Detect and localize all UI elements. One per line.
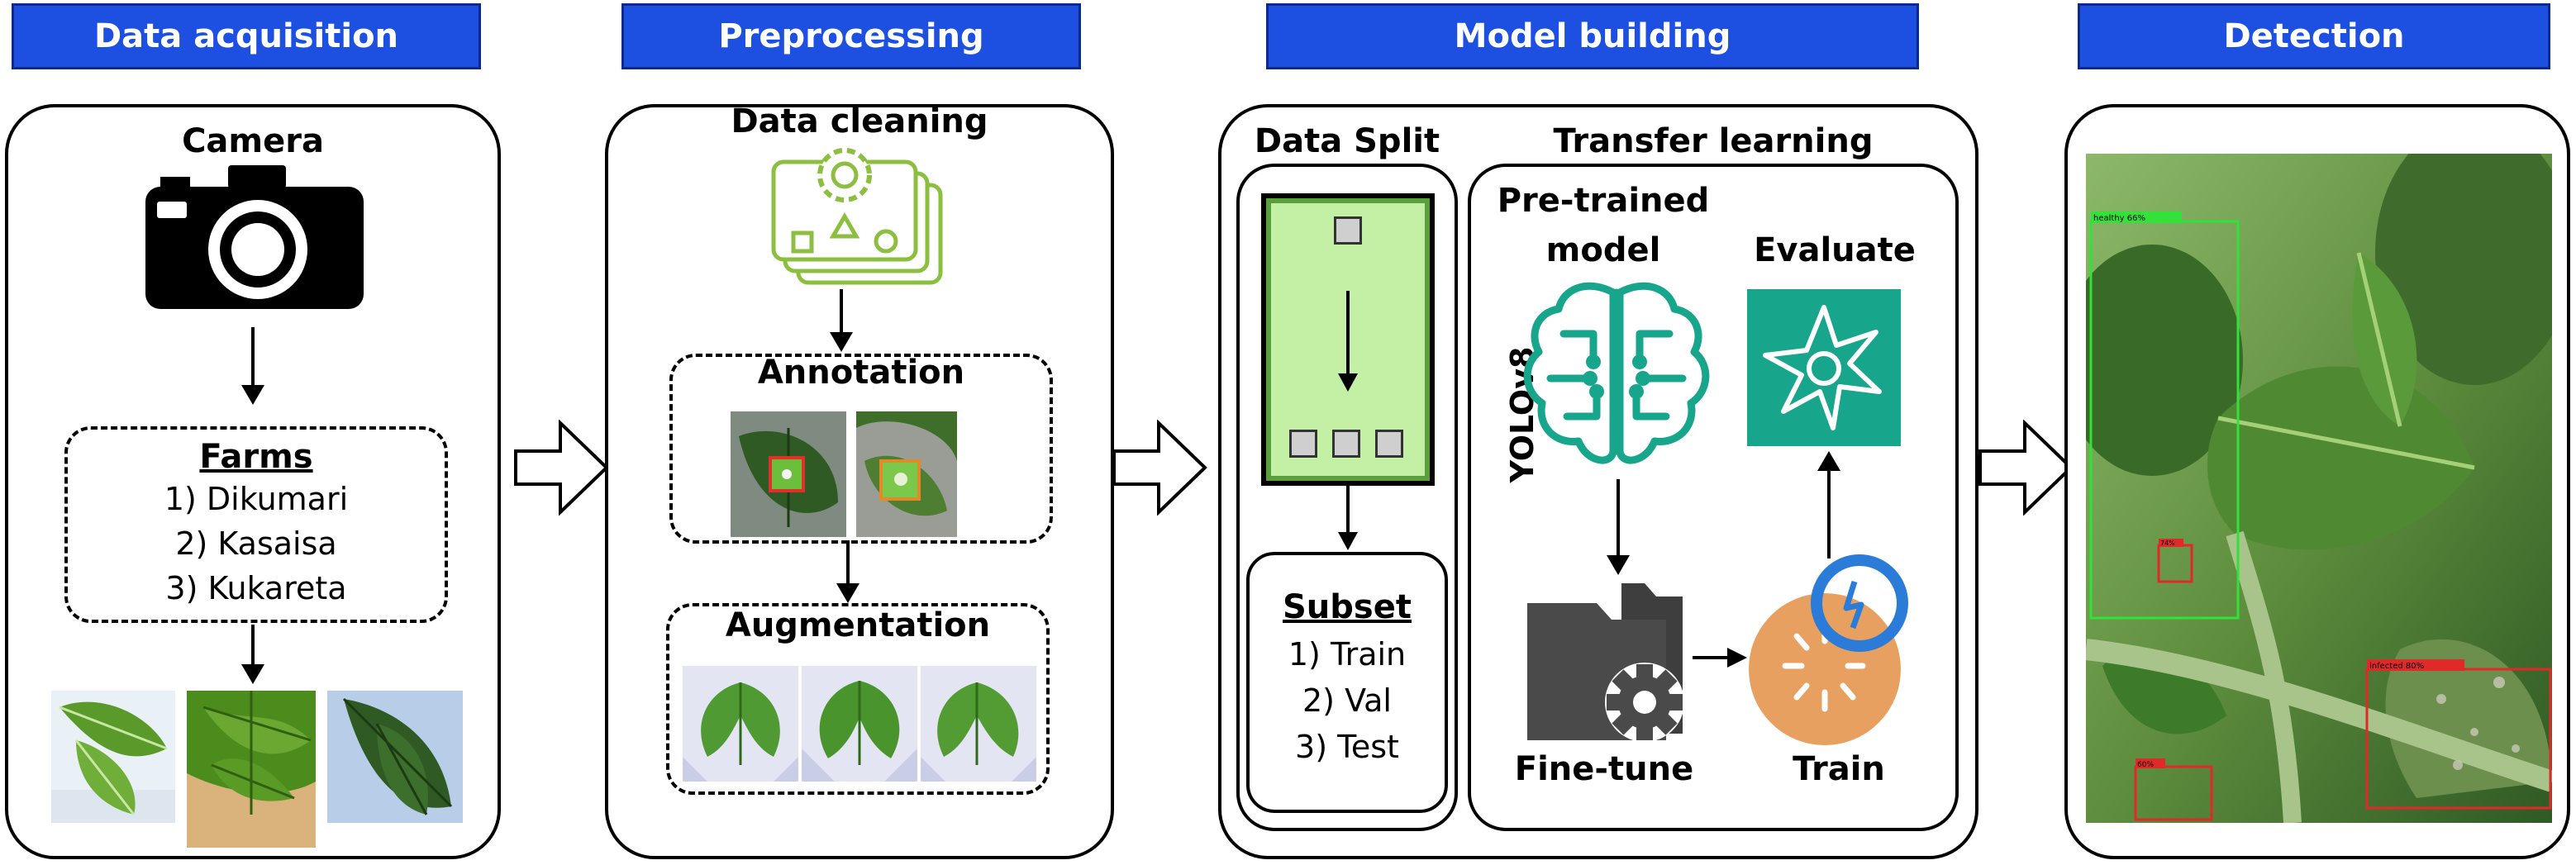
augmentation-label: Augmentation [725, 606, 991, 644]
farms-title: Farms [199, 438, 313, 476]
arrow-model-finetune [1617, 479, 1620, 558]
arrowhead-train-evaluate [1817, 451, 1840, 471]
arrow-dataset-split [1346, 291, 1350, 377]
subset-box [1246, 552, 1448, 813]
stage-arrow [1978, 420, 2074, 516]
arrow-split-subset [1346, 486, 1350, 535]
camera-label: Camera [182, 122, 324, 160]
farm-item: 3) Kukareta [165, 570, 347, 606]
header-detection: Detection [2078, 3, 2550, 69]
arrowhead-camera-farms [241, 385, 264, 405]
data-split-label: Data Split [1254, 122, 1440, 160]
header-preprocessing-text: Preprocessing [718, 17, 984, 55]
annotation-label: Annotation [757, 354, 965, 392]
subset-item: 1) Train [1288, 636, 1407, 673]
header-model-building: Model building [1266, 3, 1919, 69]
dataset-square [1289, 430, 1317, 458]
evaluate-label: Evaluate [1754, 231, 1916, 269]
arrow-finetune-train [1693, 656, 1731, 659]
arrow-farms-images [251, 625, 255, 668]
arrowhead-split-subset [1338, 532, 1358, 550]
arrowhead-dataset-split [1338, 373, 1358, 392]
leaf-sample-image [51, 691, 175, 823]
dataset-square [1334, 216, 1362, 245]
evaluate-icon [1747, 289, 1901, 446]
farms-box [64, 426, 448, 623]
subset-item: 2) Val [1302, 682, 1392, 719]
subset-title: Subset [1283, 588, 1412, 626]
farm-item: 2) Kasaisa [175, 525, 337, 562]
annotated-leaf-image [731, 411, 846, 537]
arrow-annotation-augmentation [846, 540, 850, 588]
arrowhead-finetune-train [1727, 648, 1747, 668]
finetune-label: Fine-tune [1514, 750, 1694, 788]
detection-box-label: 74% [2160, 539, 2175, 547]
augmented-leaf-image [683, 666, 798, 782]
arrow-camera-farms [251, 327, 255, 390]
annotated-leaf-image [856, 411, 957, 537]
camera-icon [145, 165, 364, 309]
data-cleaning-icon [771, 148, 943, 285]
arrowhead-annotation-augmentation [836, 583, 859, 603]
detection-box-label: infected 80% [2369, 662, 2424, 671]
detection-box-label: healthy 66% [2093, 214, 2145, 223]
train-label: Train [1793, 750, 1885, 788]
farm-item: 1) Dikumari [164, 481, 349, 517]
arrow-train-evaluate [1827, 468, 1831, 558]
data-cleaning-label: Data cleaning [731, 102, 988, 140]
transfer-learning-label: Transfer learning [1553, 122, 1874, 160]
dataset-square [1332, 430, 1360, 458]
arrowhead-model-finetune [1607, 555, 1630, 575]
arrowhead-farms-images [241, 664, 264, 684]
header-detection-text: Detection [2223, 17, 2405, 55]
subset-item: 3) Test [1295, 729, 1399, 765]
brain-icon [1523, 282, 1710, 464]
pretrained-label: Pre-trained [1497, 182, 1710, 220]
detection-result-image: healthy 66% 74% infected 80% 60% [2086, 154, 2552, 823]
stage-arrow [514, 420, 609, 516]
detection-box-label: 60% [2137, 761, 2154, 769]
header-data-acquisition-text: Data acquisition [93, 17, 399, 55]
header-data-acquisition: Data acquisition [12, 3, 481, 69]
dataset-square [1375, 430, 1403, 458]
leaf-sample-image [187, 691, 316, 848]
pretrained-label: model [1545, 231, 1661, 269]
header-model-building-text: Model building [1454, 17, 1731, 55]
arrow-cleaning-annotation [840, 289, 843, 337]
train-icon [1749, 554, 1908, 745]
stage-arrow [1112, 420, 1207, 516]
header-preprocessing: Preprocessing [621, 3, 1081, 69]
finetune-folder-icon [1527, 583, 1684, 742]
augmented-leaf-image [921, 666, 1036, 782]
augmented-leaf-image [802, 666, 917, 782]
leaf-sample-image [327, 691, 463, 823]
arrowhead-cleaning-annotation [830, 332, 853, 352]
